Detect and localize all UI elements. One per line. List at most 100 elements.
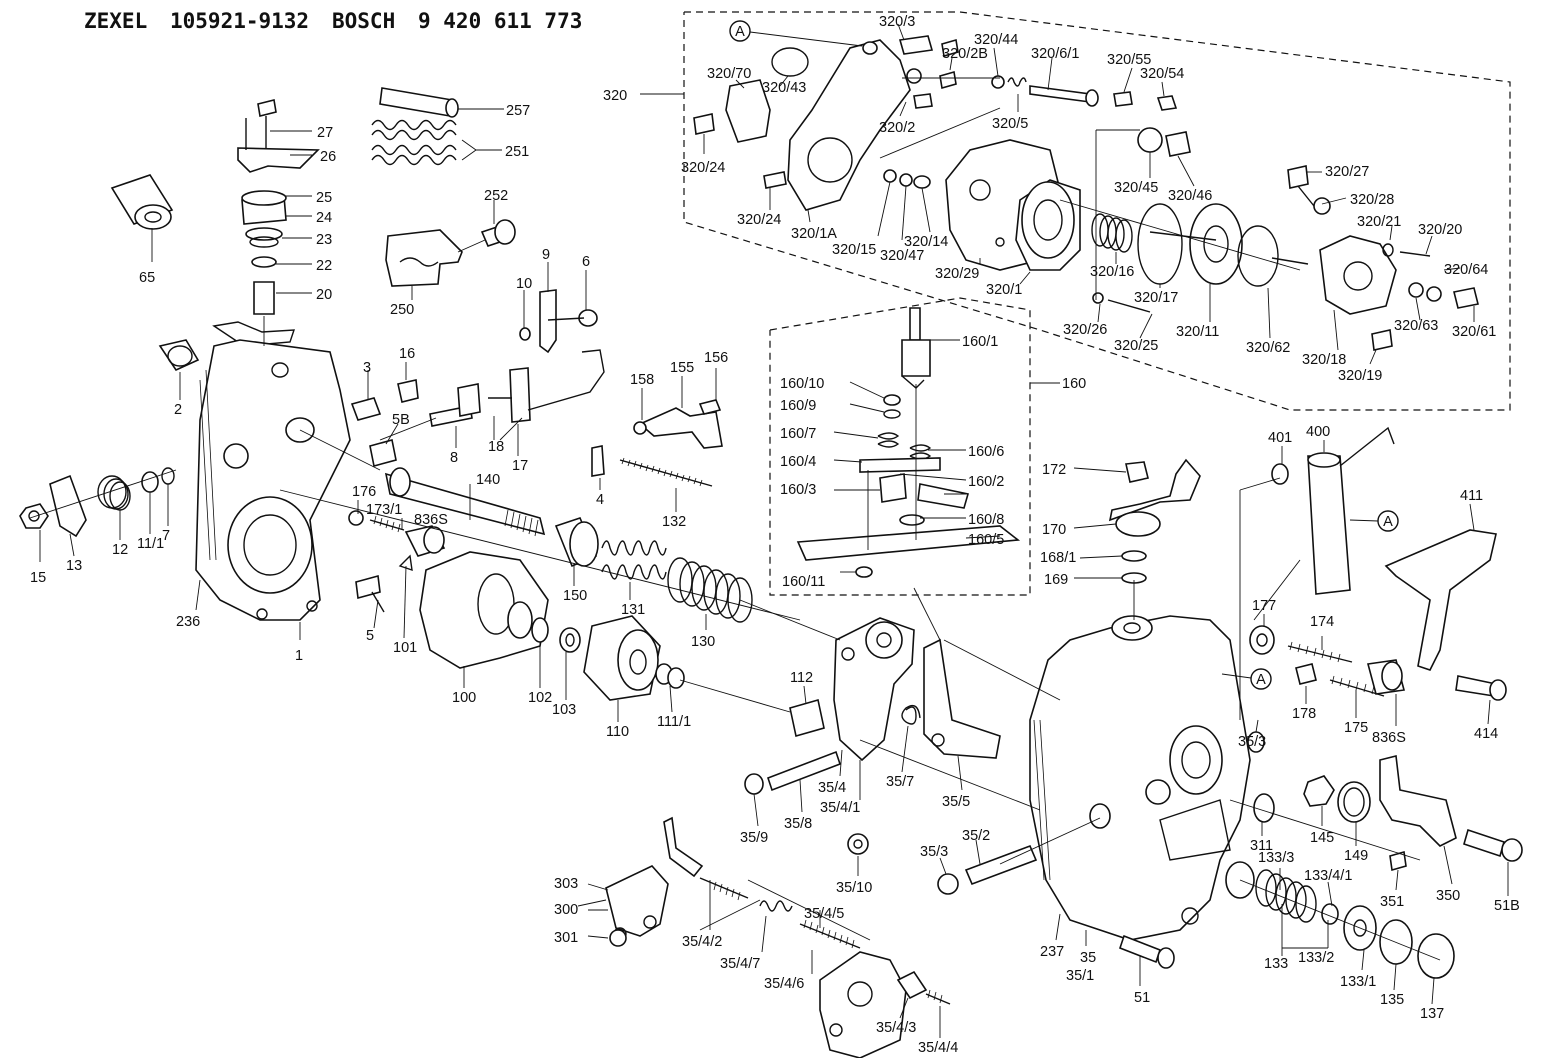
label-168-1: 168/1 — [1040, 550, 1076, 566]
part-15-nut — [19, 503, 49, 529]
part-411-bracket — [1384, 529, 1497, 671]
label-320-24-b: 320/24 — [737, 212, 781, 228]
part-102-ring — [531, 617, 549, 643]
label-320-24-a: 320/24 — [681, 160, 725, 176]
label-236: 236 — [176, 614, 200, 630]
label-17: 17 — [512, 458, 528, 474]
label-140: 140 — [476, 472, 500, 488]
label-35-1: 35/1 — [1066, 968, 1094, 984]
part-35-4-2-lever-pin — [663, 816, 749, 901]
label-836S-left: 836S — [414, 512, 448, 528]
label-133-1: 133/1 — [1340, 974, 1376, 990]
assembly-centerlines — [29, 77, 1441, 961]
label-35-4-5: 35/4/5 — [804, 906, 844, 922]
part-3-screw — [350, 397, 382, 421]
part-173-1-screw — [369, 515, 405, 533]
label-16: 16 — [399, 346, 415, 362]
label-51: 51 — [1134, 990, 1150, 1006]
label-320-16: 320/16 — [1090, 264, 1134, 280]
label-149: 149 — [1344, 848, 1368, 864]
part-35-10-bush — [847, 833, 869, 855]
leader-lines — [39, 23, 1509, 1038]
part-350-bracket — [1379, 755, 1457, 847]
label-172: 172 — [1042, 462, 1066, 478]
label-320-47: 320/47 — [880, 248, 924, 264]
part-149-ring — [1337, 781, 1371, 823]
label-137: 137 — [1420, 1006, 1444, 1022]
label-320-3: 320/3 — [879, 14, 915, 30]
label-303: 303 — [554, 876, 578, 892]
label-6: 6 — [582, 254, 590, 270]
header-brand-bosch: BOSCH — [332, 9, 395, 33]
label-320-11: 320/11 — [1176, 324, 1219, 340]
header-bosch-part-number: 9 420 611 773 — [418, 9, 582, 33]
label-320-21: 320/21 — [1357, 214, 1401, 230]
label-320-26: 320/26 — [1063, 322, 1107, 338]
part-131-spring — [601, 540, 667, 580]
part-35-4-3-bush — [896, 970, 928, 1000]
label-311: 311 — [1250, 838, 1273, 854]
label-24: 24 — [316, 210, 332, 226]
part-401-cap — [1271, 463, 1289, 485]
label-35-4-6: 35/4/6 — [764, 976, 804, 992]
label-320-43: 320/43 — [762, 80, 806, 96]
part-35-5-bracket — [923, 638, 1001, 759]
part-65-sleeve — [110, 174, 174, 230]
part-140-shaft — [384, 467, 546, 537]
label-130: 130 — [691, 634, 715, 650]
label-320-28: 320/28 — [1350, 192, 1394, 208]
label-35-4: 35/4 — [818, 780, 846, 796]
part-300-plate — [605, 865, 669, 941]
label-2: 2 — [174, 402, 182, 418]
label-3: 3 — [363, 360, 371, 376]
label-101: 101 — [393, 640, 417, 656]
part-13-plate — [49, 474, 87, 538]
label-400: 400 — [1306, 424, 1330, 440]
label-103: 103 — [552, 702, 576, 718]
label-9: 9 — [542, 247, 550, 263]
part-35-2-pin — [937, 844, 1038, 895]
part-112-block — [789, 698, 825, 738]
label-133-3: 133/3 — [1258, 850, 1294, 866]
label-20: 20 — [316, 287, 332, 303]
part-35-4-5-screw — [799, 919, 861, 949]
callout-A-housing-text: A — [1256, 672, 1266, 688]
label-160-1: 160/1 — [962, 334, 998, 350]
group-320-outline — [683, 11, 1511, 411]
part-35-8-pin — [766, 750, 842, 792]
label-150: 150 — [563, 588, 587, 604]
label-350: 350 — [1436, 888, 1460, 904]
part-51B-bolt — [1463, 828, 1523, 862]
label-170: 170 — [1042, 522, 1066, 538]
callout-A-housing: A — [1221, 668, 1272, 690]
label-35-4-1: 35/4/1 — [820, 800, 860, 816]
label-320-17: 320/17 — [1134, 290, 1178, 306]
label-351: 351 — [1380, 894, 1404, 910]
part-4-clip — [591, 445, 605, 477]
label-173-1: 173/1 — [366, 502, 402, 518]
label-133-2: 133/2 — [1298, 950, 1334, 966]
label-320-27: 320/27 — [1325, 164, 1369, 180]
label-160-5: 160/5 — [968, 532, 1004, 548]
group-160-outline — [769, 297, 1031, 596]
label-320-18: 320/18 — [1302, 352, 1346, 368]
part-8-bolt — [429, 383, 481, 427]
label-65: 65 — [139, 270, 155, 286]
label-111-1: 111/1 — [657, 714, 691, 730]
label-112: 112 — [790, 670, 813, 686]
label-251: 251 — [505, 144, 529, 160]
label-320-5: 320/5 — [992, 116, 1028, 132]
part-176-washer — [348, 510, 364, 526]
label-320-63: 320/63 — [1394, 318, 1438, 334]
label-1: 1 — [295, 648, 303, 664]
label-252: 252 — [484, 188, 508, 204]
label-160-6: 160/6 — [968, 444, 1004, 460]
label-10: 10 — [516, 276, 532, 292]
part-9-lever — [519, 289, 598, 354]
label-401: 401 — [1268, 430, 1292, 446]
label-320-2B: 320/2B — [942, 46, 988, 62]
label-35-7: 35/7 — [886, 774, 914, 790]
part-150-collar — [554, 517, 599, 568]
label-110: 110 — [606, 724, 629, 740]
